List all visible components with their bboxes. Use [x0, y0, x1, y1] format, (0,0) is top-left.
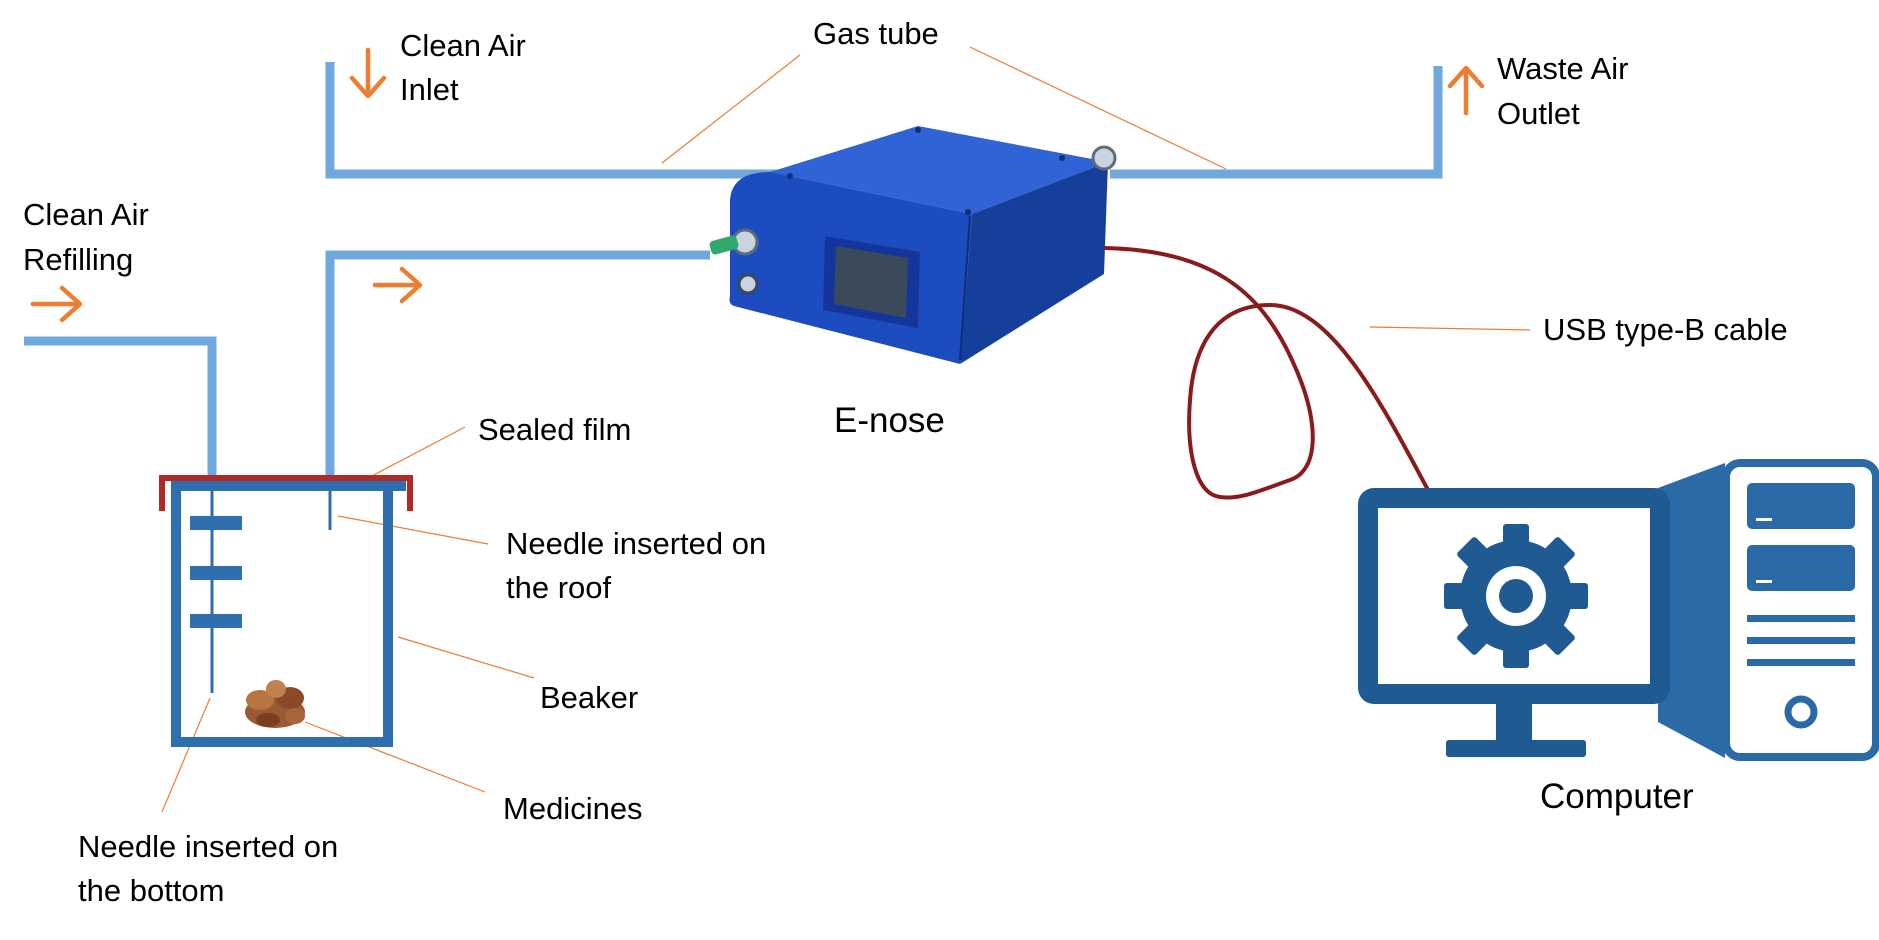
usb-cable-label: USB type-B cable [1543, 312, 1788, 347]
beaker [159, 475, 413, 747]
usb-cable [1103, 246, 1430, 500]
needle-bottom-label-line2: the bottom [78, 873, 224, 908]
inlet-tube [325, 62, 790, 179]
beaker-to-enose-tube [325, 250, 710, 476]
medicines-label: Medicines [503, 791, 643, 826]
clean-air-inlet-label-line2: Inlet [400, 72, 459, 107]
e-nose-device [709, 126, 1117, 364]
arrow-right-icon [30, 285, 83, 323]
arrow-up-icon [1447, 65, 1485, 116]
beaker-label: Beaker [540, 680, 638, 715]
computer-icon [1358, 459, 1879, 761]
needle-bottom-label-line1: Needle inserted on [78, 829, 338, 864]
arrow-right-icon [372, 266, 423, 304]
waste-air-outlet-label-line1: Waste Air [1497, 51, 1629, 86]
arrow-down-icon [349, 47, 387, 99]
gas-tube-label: Gas tube [813, 16, 939, 51]
refill-tube [24, 336, 217, 476]
leader-lines [161, 46, 1531, 813]
sealed-film [159, 475, 413, 511]
e-nose-label: E-nose [834, 401, 945, 440]
labels: Clean Air Inlet Gas tube Waste Air Outle… [23, 16, 1788, 908]
flow-arrows [30, 47, 1485, 323]
needle-roof-label-line2: the roof [506, 570, 612, 605]
waste-air-outlet-label-line2: Outlet [1497, 96, 1580, 131]
sealed-film-label: Sealed film [478, 412, 631, 447]
clean-air-refilling-label-line1: Clean Air [23, 197, 149, 232]
gear-icon [1444, 524, 1588, 668]
needle-roof-label-line1: Needle inserted on [506, 526, 766, 561]
clean-air-refilling-label-line2: Refilling [23, 242, 133, 277]
computer-label: Computer [1540, 777, 1694, 816]
outlet-tube [1110, 66, 1443, 179]
clean-air-inlet-label-line1: Clean Air [400, 28, 526, 63]
gas-tubes [24, 62, 1443, 476]
medicines-icon [245, 680, 305, 728]
